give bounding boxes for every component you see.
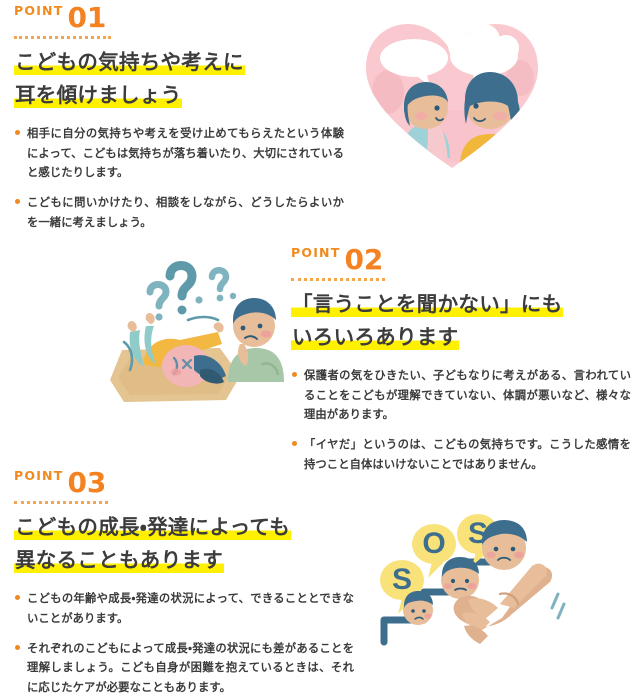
point-number-label: 02 [344,243,384,276]
headline-text: こどもの気持ちや考えに [14,50,245,75]
tantrum-child [127,313,226,387]
bullet-item: こどもの年齢や成長・発達の状況によって、できることとできないことがあります。 [14,589,354,628]
child-medium [441,557,479,599]
headline-text: こどもの成長・発達によっても [14,515,292,540]
bullet-item: それぞれのこどもによって成長・発達の状況にも差があることを理解しましょう。こども… [14,639,354,697]
illustration-child-tantrum-puzzled-adult [100,240,290,410]
headline-line: こどもの気持ちや考えに [14,48,344,77]
headline-02: 「言うことを聞かない」にも いろいろあります [291,290,631,352]
point-word-label: POINT [291,245,341,260]
child-small [403,591,433,625]
headline-03: こどもの成長・発達によっても 異なることもあります [14,513,354,575]
headline-line: 異なることもあります [14,546,354,575]
headline-text: いろいろあります [291,325,460,351]
bullet-item: 保護者の気をひきたい、子どもなりに考えがある、言われていることをこどもが理解でき… [291,366,631,424]
question-mark-small-left [146,281,170,310]
question-dot [177,305,187,315]
question-mark-small-right [208,267,230,293]
headline-line: 耳を傾けましょう [14,81,344,110]
puzzled-adult [228,298,284,382]
point-word-label: POINT [14,468,64,483]
helping-hand [453,563,553,644]
question-mark-large [165,261,197,301]
bullet-item: 「イヤだ」というのは、こどもの気持ちです。こうした感情を持つこと自体はいけないこ… [291,435,631,474]
headline-line: いろいろあります [291,323,631,352]
sos-bubble-medium: O [412,524,456,578]
headline-line: こどもの成長・発達によっても [14,513,354,542]
motion-dashes [550,592,566,620]
point-number-label: 03 [67,466,107,499]
headline-text: 異なることもあります [14,548,224,574]
svg-text:S: S [392,563,412,596]
dotted-underline [291,278,385,281]
illustration-growth-steps-sos-helping-hand: S O S [372,482,572,662]
headline-text: 「言うことを聞かない」にも [291,292,564,317]
bullet-list-02: 保護者の気をひきたい、子どもなりに考えがある、言われていることをこどもが理解でき… [291,366,631,474]
bullet-list-03: こどもの年齢や成長・発達の状況によって、できることとできないことがあります。 そ… [14,589,354,697]
child-large [482,520,527,570]
bullet-item: こどもに問いかけたり、相談をしながら、どうしたらよいかを一緒に考えましょう。 [14,193,344,232]
bullet-list-01: 相手に自分の気持ちや考えを受け止めてもらえたという体験によって、こどもは気持ちが… [14,124,344,232]
point-number-label: 01 [67,1,107,34]
headline-text: 耳を傾けましょう [14,83,183,109]
dotted-underline [14,501,108,504]
motion-lines [122,315,220,372]
headline-line: 「言うことを聞かない」にも [291,290,631,319]
dotted-underline [14,36,111,39]
bullet-item: 相手に自分の気持ちや考えを受け止めてもらえたという体験によって、こどもは気持ちが… [14,124,344,182]
point-word-label: POINT [14,3,64,18]
illustration-heart-parent-child-talking [352,8,552,183]
headline-01: こどもの気持ちや考えに 耳を傾けましょう [14,48,344,110]
svg-text:O: O [422,527,445,560]
